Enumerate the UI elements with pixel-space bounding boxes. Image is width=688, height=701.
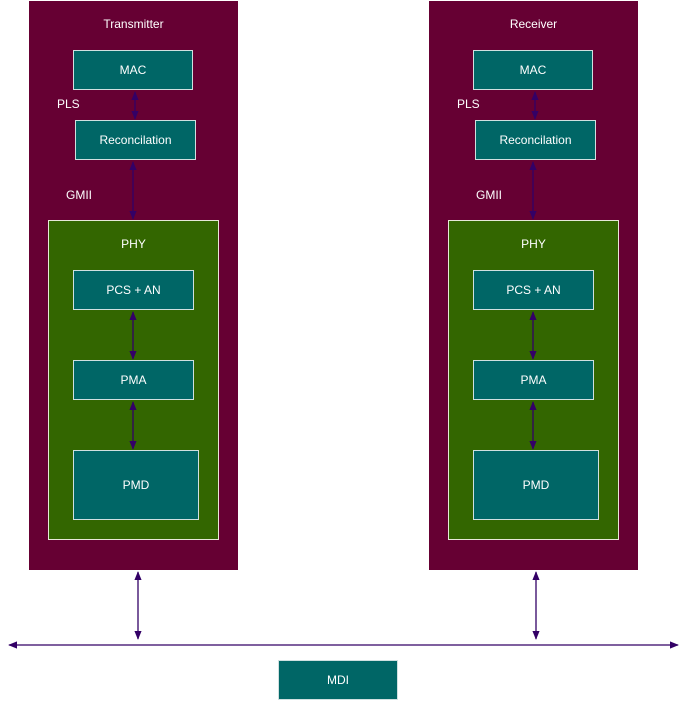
receiver-pls-label: PLS xyxy=(457,97,480,111)
receiver-pmd-block: PMD xyxy=(473,450,599,520)
transmitter-title: Transmitter xyxy=(103,17,164,31)
transmitter-pmd-block: PMD xyxy=(73,450,199,520)
transmitter-reconciliation-block: Reconcilation xyxy=(75,120,196,160)
transmitter-mac-block: MAC xyxy=(73,50,193,90)
transmitter-gmii-label: GMII xyxy=(66,188,92,202)
receiver-pcs-block: PCS + AN xyxy=(473,270,594,310)
receiver-reconciliation-block: Reconcilation xyxy=(475,120,596,160)
receiver-mac-block: MAC xyxy=(473,50,593,90)
receiver-title: Receiver xyxy=(509,17,558,31)
mdi-block: MDI xyxy=(278,660,398,700)
receiver-phy-title: PHY xyxy=(521,237,546,251)
transmitter-pcs-block: PCS + AN xyxy=(73,270,194,310)
transmitter-pma-block: PMA xyxy=(73,360,194,400)
receiver-pma-block: PMA xyxy=(473,360,594,400)
transmitter-pls-label: PLS xyxy=(57,97,80,111)
transmitter-phy-title: PHY xyxy=(121,237,146,251)
receiver-gmii-label: GMII xyxy=(476,188,502,202)
